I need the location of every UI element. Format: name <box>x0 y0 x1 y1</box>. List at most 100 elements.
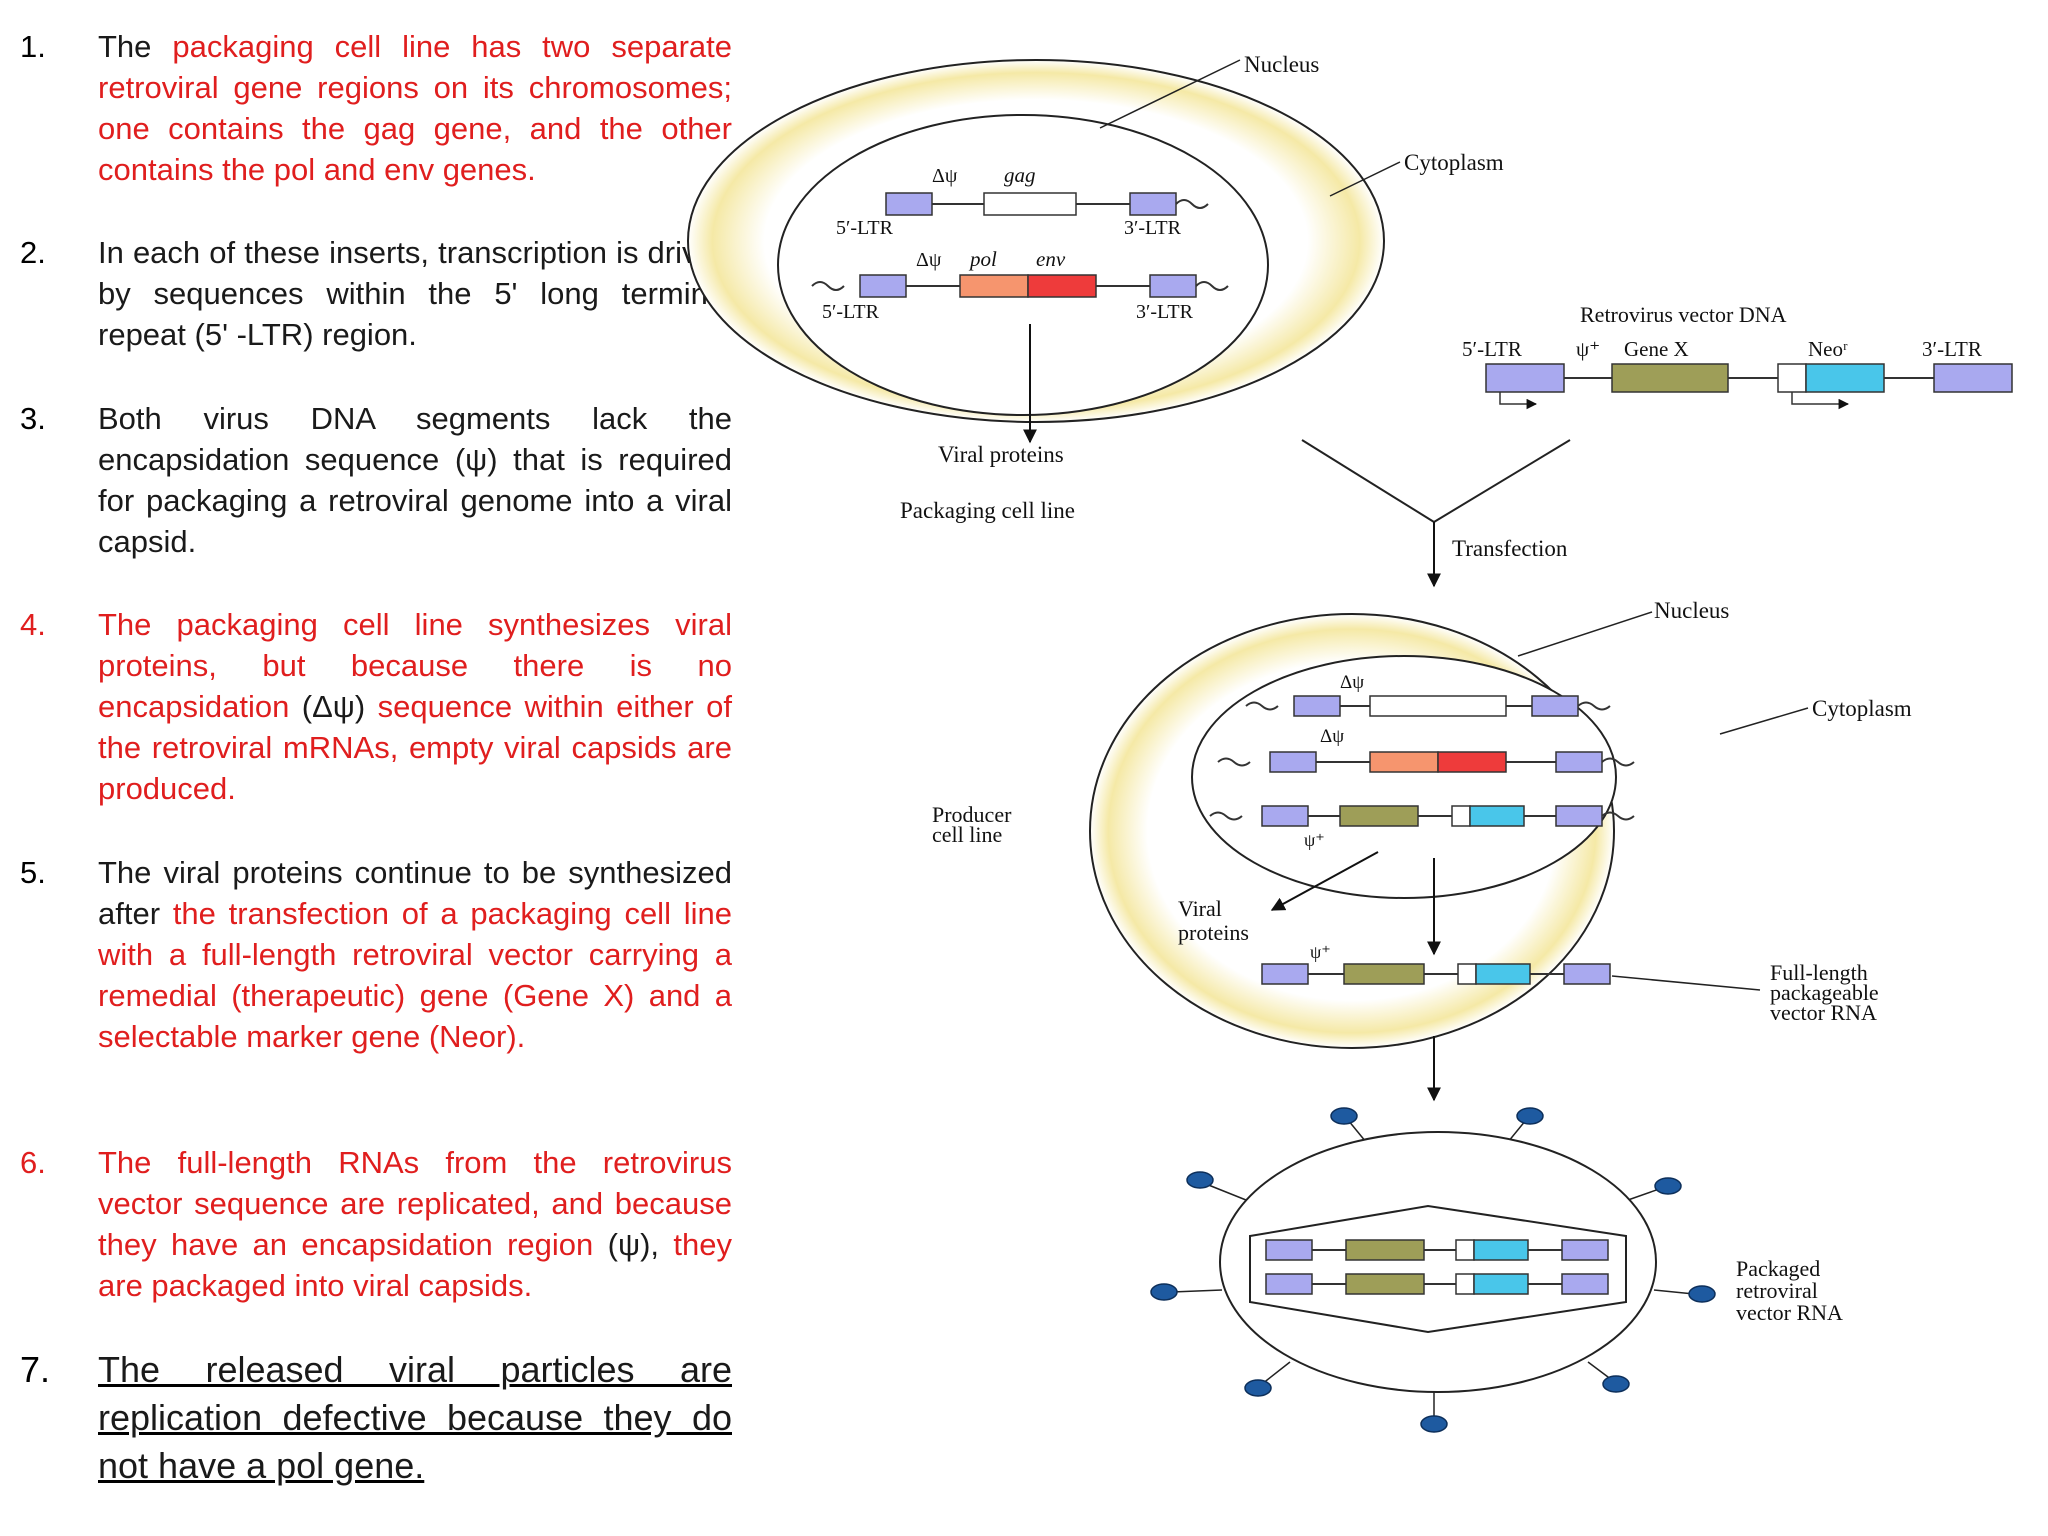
ltr-box <box>859 274 907 298</box>
neo-box <box>1473 1273 1529 1295</box>
spike-knob <box>1516 1107 1544 1125</box>
env-gene-box <box>1437 751 1507 773</box>
spike-knob <box>1420 1415 1448 1433</box>
ltr-box <box>1269 751 1317 773</box>
neo-box <box>1473 1239 1529 1261</box>
step-text-part: In each of these inserts, transcription … <box>98 235 732 352</box>
neo-box <box>1475 963 1531 985</box>
leader-line <box>1611 975 1761 991</box>
ltr5-label: 5′-LTR <box>1462 337 1522 361</box>
gene-x-box <box>1343 963 1425 985</box>
promoter-box <box>1455 1273 1475 1295</box>
delta-psi-label: Δψ <box>1340 672 1364 693</box>
leader-line <box>1517 611 1653 657</box>
ltr-box <box>1293 695 1341 717</box>
step-text: The packaging cell line synthesizes vira… <box>98 604 732 809</box>
spike-knob <box>1186 1171 1214 1189</box>
psi-plus-label: ψ⁺ <box>1310 942 1331 962</box>
step-text: The full-length RNAs from the retrovirus… <box>98 1142 732 1306</box>
ltr-box <box>885 192 933 216</box>
step-text: The packaging cell line has two separate… <box>98 26 732 190</box>
step-text: The released viral particles are replica… <box>98 1346 732 1490</box>
full-length-label-2: packageable <box>1770 980 1879 1005</box>
ltr-box <box>1265 1239 1313 1261</box>
step-text-part: packaging cell line has two separate ret… <box>98 29 733 187</box>
gene-x-label: Gene X <box>1624 337 1689 361</box>
ltr-box <box>1485 363 1565 393</box>
ltr3-label: 3′-LTR <box>1922 337 1982 361</box>
ltr-box <box>1561 1239 1609 1261</box>
env-label: env <box>1036 247 1066 271</box>
step-number: 4. <box>20 607 46 642</box>
step-text-part: Both virus DNA segments lack the encapsi… <box>98 401 732 559</box>
leader-line <box>1329 161 1401 197</box>
neo-box <box>1805 363 1885 393</box>
step-text-part: the transfection of a packaging cell lin… <box>98 896 732 1054</box>
spike-knob <box>1150 1283 1178 1301</box>
gag-gene-box <box>1369 695 1507 717</box>
step-text-part: The released viral particles are replica… <box>98 1349 732 1486</box>
step-text-part: The full-length RNAs from the retrovirus… <box>98 1145 732 1262</box>
ltr3-label: 3′-LTR <box>1124 217 1182 239</box>
spike-knob <box>1602 1375 1630 1393</box>
gag-label: gag <box>1004 163 1036 187</box>
ltr-box <box>1555 805 1603 827</box>
full-length-label-1: Full-length <box>1770 960 1868 985</box>
pol-gene-box <box>1369 751 1439 773</box>
packaged-label-1: Packaged <box>1736 1256 1820 1281</box>
viral-proteins-label-2: proteins <box>1178 920 1249 945</box>
step-number: 2. <box>20 235 46 270</box>
ltr-box <box>1129 192 1177 216</box>
packaging-cell: Δψ gag 5′-LTR 3′-LTR Δψ pol env 5′-LTR 3… <box>687 52 1504 523</box>
pol-env-construct: Δψ pol env 5′-LTR 3′-LTR <box>811 247 1229 323</box>
step-text: In each of these inserts, transcription … <box>98 232 732 355</box>
promoter-box <box>1455 1239 1475 1261</box>
retrovirus-vector-dna: Retrovirus vector DNA 5′-LTR ψ⁺ Gene X N… <box>1462 302 2013 410</box>
packaged-label-3: vector RNA <box>1736 1300 1843 1325</box>
gene-x-box <box>1345 1273 1425 1295</box>
viral-proteins-label-1: Viral <box>1178 896 1222 921</box>
gene-x-box <box>1339 805 1419 827</box>
producer-label-2: cell line <box>932 822 1002 847</box>
step-text-part: (ψ), <box>607 1227 674 1262</box>
cytoplasm-label: Cytoplasm <box>1812 696 1912 721</box>
step-number: 5. <box>20 855 46 890</box>
nucleus-label: Nucleus <box>1654 598 1729 623</box>
ltr-box <box>1531 695 1579 717</box>
step-text-part: The <box>98 29 173 64</box>
ltr-box <box>1261 805 1309 827</box>
nucleus-membrane <box>1191 655 1617 899</box>
protein-arrow <box>1270 851 1379 911</box>
packaging-cell-line-label: Packaging cell line <box>900 498 1075 523</box>
step-number: 1. <box>20 29 46 64</box>
spike-knob <box>1330 1107 1358 1125</box>
leader-line <box>1719 707 1809 735</box>
ltr-box <box>1261 963 1309 985</box>
producer-cell: Δψ Δψ ψ⁺ Viral proteins <box>932 598 1912 1049</box>
promoter-box <box>1777 363 1807 393</box>
envelope-knobs <box>1150 1107 1716 1433</box>
ltr3-label: 3′-LTR <box>1136 301 1194 323</box>
step-text-part: The packaging cell line synthesizes vira… <box>98 607 732 724</box>
nucleus-membrane <box>777 114 1269 416</box>
transcription-start-arrow <box>1499 392 1538 410</box>
spike-knob <box>1244 1379 1272 1397</box>
full-length-label-3: vector RNA <box>1770 1000 1877 1025</box>
delta-psi-label: Δψ <box>916 249 942 271</box>
psi-plus-label: ψ⁺ <box>1304 830 1325 850</box>
step-text-part: they are packaged into viral capsids. <box>98 1227 732 1303</box>
step-text-part: The viral proteins continue to be synthe… <box>98 855 732 931</box>
nucleus-label: Nucleus <box>1244 52 1319 77</box>
psi-plus-label: ψ⁺ <box>1576 337 1600 361</box>
envelope-spikes <box>1171 1119 1695 1418</box>
neo-box <box>1469 805 1525 827</box>
cytoplasm-label: Cytoplasm <box>1404 150 1504 175</box>
spike-knob <box>1654 1177 1682 1195</box>
step-number: 7. <box>20 1349 51 1390</box>
env-gene-box <box>1027 274 1097 298</box>
gag-construct: Δψ gag 5′-LTR 3′-LTR <box>836 163 1209 239</box>
ltr5-label: 5′-LTR <box>836 217 894 239</box>
step-text: Both virus DNA segments lack the encapsi… <box>98 398 732 562</box>
ltr-box <box>1563 963 1611 985</box>
